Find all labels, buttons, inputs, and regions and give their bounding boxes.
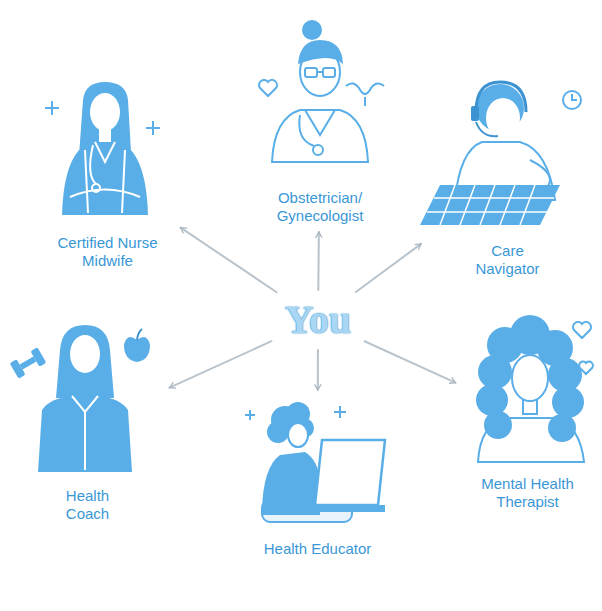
therapist-figure bbox=[579, 362, 593, 374]
care-navigator-figure bbox=[572, 94, 577, 100]
obstetrician-figure bbox=[259, 80, 277, 96]
role-label: Health Coach bbox=[52, 487, 124, 523]
therapist-figure bbox=[478, 355, 512, 389]
health-coach-figure bbox=[20, 356, 37, 369]
midwife-figure bbox=[90, 93, 120, 131]
obstetrician-figure bbox=[302, 20, 322, 40]
midwife-figure bbox=[45, 101, 59, 115]
care-navigator-figure bbox=[427, 185, 554, 225]
obstetrician-figure bbox=[317, 71, 323, 73]
therapist-figure bbox=[476, 384, 508, 416]
midwife-figure bbox=[45, 82, 160, 215]
health-educator-figure bbox=[267, 421, 289, 443]
midwife-figure bbox=[62, 142, 148, 215]
role-label: Mental Health Therapist bbox=[468, 475, 588, 511]
care-navigator-figure bbox=[563, 91, 581, 109]
obstetrician-figure bbox=[298, 40, 343, 64]
role-label: Certified Nurse Midwife bbox=[43, 234, 173, 270]
health-coach-figure bbox=[72, 396, 98, 412]
midwife-figure bbox=[70, 190, 140, 198]
midwife-figure bbox=[99, 128, 111, 142]
role-label: Obstetrician/ Gynecologist bbox=[260, 189, 380, 225]
role-node: Health Educator bbox=[240, 395, 395, 560]
center-label: You bbox=[285, 298, 352, 342]
obstetrician-figure bbox=[323, 68, 335, 77]
role-node: Certified Nurse Midwife bbox=[39, 85, 177, 272]
therapist-figure bbox=[573, 322, 591, 338]
obstetrician-figure bbox=[305, 68, 317, 77]
role-node: Health Coach bbox=[10, 325, 165, 525]
role-node: Care Navigator bbox=[425, 80, 590, 280]
therapist-figure bbox=[512, 355, 548, 401]
health-educator-figure bbox=[334, 406, 346, 418]
health-educator-figure bbox=[288, 423, 308, 447]
care-navigator-figure bbox=[420, 185, 560, 225]
connector-arrow bbox=[170, 341, 272, 387]
role-label: Health Educator bbox=[264, 540, 372, 558]
obstetrician-figure bbox=[346, 83, 384, 94]
care-navigator-figure bbox=[471, 106, 479, 121]
connector-arrow bbox=[356, 244, 421, 292]
connector-arrow bbox=[181, 228, 277, 293]
health-coach-figure bbox=[124, 337, 150, 362]
connector-arrow bbox=[365, 341, 456, 382]
connector-arrow bbox=[317, 232, 320, 290]
obstetrician-figure bbox=[299, 115, 314, 146]
care-navigator-figure bbox=[420, 82, 581, 225]
role-node: Mental Health Therapist bbox=[460, 318, 595, 513]
care-navigator-figure bbox=[476, 122, 498, 136]
therapist-figure bbox=[476, 315, 593, 462]
health-coach-figure bbox=[70, 335, 100, 373]
midwife-figure bbox=[146, 121, 160, 135]
health-coach-figure bbox=[10, 347, 47, 379]
connector-arrow bbox=[317, 350, 319, 390]
role-node: Obstetrician/ Gynecologist bbox=[250, 5, 390, 227]
health-educator-figure bbox=[300, 505, 385, 512]
obstetrician-figure bbox=[272, 110, 368, 162]
role-label: Care Navigator bbox=[469, 242, 547, 278]
care-navigator-figure bbox=[476, 82, 526, 112]
health-coach-figure bbox=[84, 412, 86, 470]
midwife-figure bbox=[90, 145, 96, 184]
obstetrician-figure bbox=[259, 20, 384, 162]
midwife-figure bbox=[95, 142, 115, 162]
health-educator-figure bbox=[245, 402, 385, 522]
obstetrician-figure bbox=[313, 145, 323, 155]
obstetrician-figure bbox=[364, 97, 366, 106]
obstetrician-figure bbox=[305, 110, 335, 135]
health-coach-figure bbox=[137, 329, 142, 340]
therapist-figure bbox=[548, 414, 576, 442]
health-educator-figure bbox=[245, 410, 255, 420]
health-coach-figure bbox=[38, 396, 132, 472]
health-coach-figure bbox=[56, 325, 114, 398]
health-educator-figure bbox=[315, 440, 385, 505]
therapist-figure bbox=[484, 411, 512, 439]
care-navigator-figure bbox=[486, 98, 520, 138]
center-node: You bbox=[276, 295, 360, 345]
health-coach-figure bbox=[10, 325, 150, 472]
therapist-figure bbox=[552, 386, 584, 418]
